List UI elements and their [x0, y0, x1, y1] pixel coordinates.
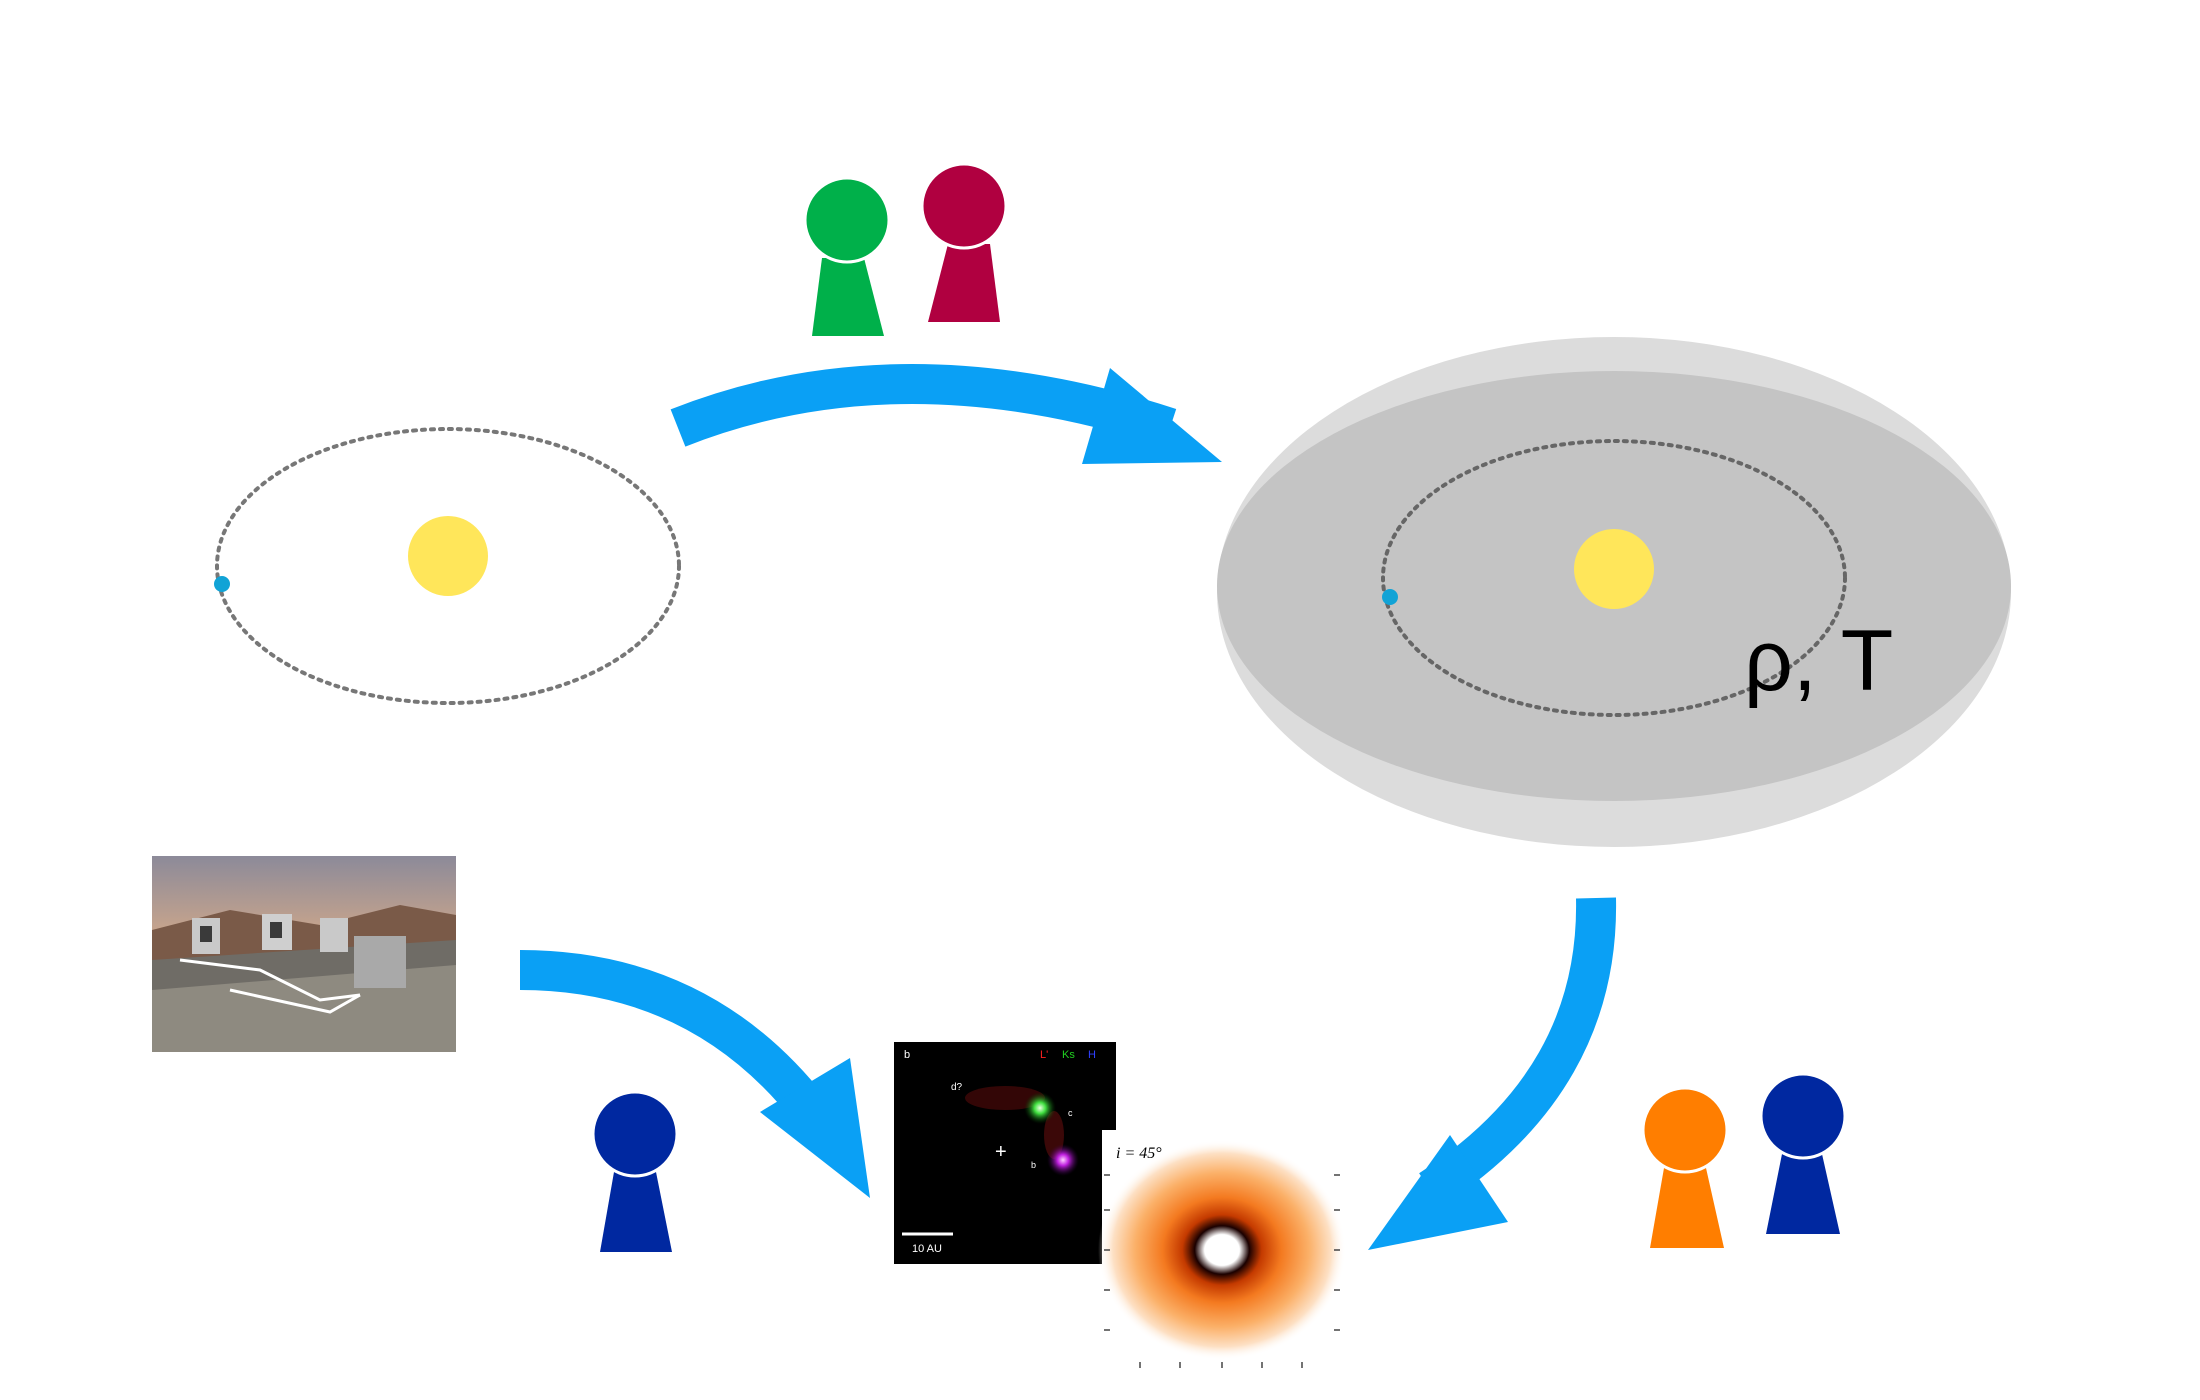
- model-image: i = 45°: [1098, 1130, 1346, 1370]
- candidate-b-blob: [1047, 1144, 1079, 1176]
- planet-icon: [214, 576, 230, 592]
- person-icon-crimson: [920, 162, 1008, 322]
- disk-model-donut: [1098, 1140, 1346, 1360]
- candidate-label-b: b: [1031, 1160, 1036, 1170]
- scale-bar-label: 10 AU: [912, 1243, 942, 1255]
- filter-label-H: H: [1088, 1049, 1096, 1061]
- star-icon: [408, 516, 488, 596]
- candidate-label-d: d?: [951, 1082, 963, 1093]
- person-icon-blue-left: [591, 1090, 679, 1252]
- orbit-path: [215, 427, 681, 705]
- simple-system: [214, 427, 681, 705]
- person-icon-blue-right: [1759, 1072, 1847, 1234]
- observation-image: b L' Ks H d? c b + 10 AU: [894, 1042, 1116, 1264]
- disk-system: ρ, T: [1217, 337, 2011, 847]
- orbit-path: [1381, 439, 1847, 717]
- panel-label: b: [904, 1049, 910, 1061]
- filter-label-Ks: Ks: [1062, 1049, 1075, 1061]
- arrow-top: [670, 364, 1222, 464]
- planet-icon: [1382, 589, 1398, 605]
- center-marker: +: [995, 1141, 1007, 1163]
- star-icon: [1574, 529, 1654, 609]
- candidate-c-blob: [1024, 1092, 1056, 1124]
- filter-label-L: L': [1040, 1049, 1048, 1061]
- person-icon-green: [803, 176, 891, 336]
- person-icon-orange: [1641, 1086, 1729, 1248]
- disk-label: ρ, T: [1744, 613, 1893, 709]
- arrow-left-down: [519, 950, 870, 1198]
- inclination-label: i = 45°: [1116, 1145, 1162, 1162]
- arrow-right-down: [1368, 897, 1617, 1250]
- telescope-photo: [152, 856, 456, 1052]
- candidate-label-c: c: [1068, 1108, 1073, 1118]
